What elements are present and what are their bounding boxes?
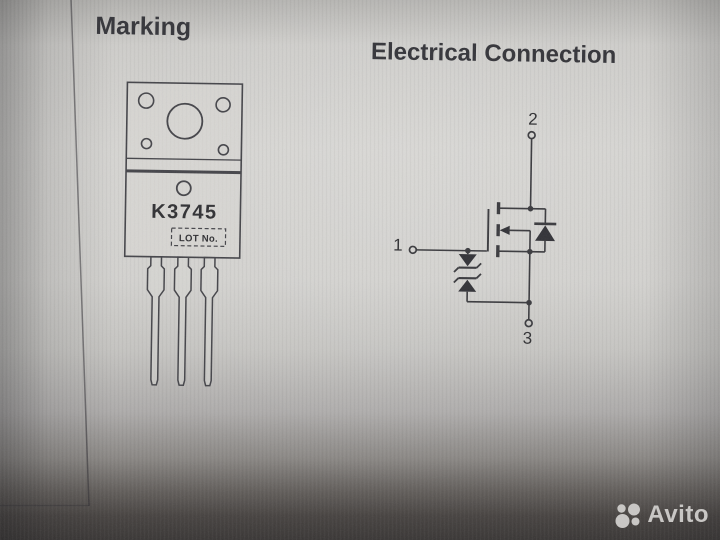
pin-1-lead <box>416 249 487 252</box>
lead-pin-2 <box>173 256 193 387</box>
mosfet-symbol <box>486 202 546 258</box>
part-number-marking: K3745 <box>151 201 218 224</box>
pin-2-lead <box>529 138 533 209</box>
pin-2-label: 2 <box>528 110 538 129</box>
avito-watermark: Avito <box>613 500 709 530</box>
bottom-rail <box>467 300 530 304</box>
pin-1-label: 1 <box>393 236 403 255</box>
zener-2-tick-right <box>475 273 482 279</box>
avito-logo-text: Avito <box>647 501 709 528</box>
diode-triangle <box>535 225 556 242</box>
lead-pin-1 <box>146 255 166 386</box>
pin-3-label: 3 <box>523 329 533 348</box>
pin-3-terminal <box>524 318 533 328</box>
zener-1-tick-right <box>475 262 482 269</box>
avito-logo-icon <box>615 503 641 528</box>
pin-1-terminal <box>408 245 418 255</box>
zener-2-tick-left <box>453 277 460 284</box>
body-diode <box>534 208 557 252</box>
drain-line <box>500 207 546 210</box>
zener-1-tick-left <box>453 266 460 273</box>
gate-electrode <box>486 208 490 252</box>
zener-1-triangle <box>458 254 477 267</box>
schematic-drawing <box>408 130 557 328</box>
lot-number-label: LOT No. <box>179 233 218 245</box>
lead-pin-3 <box>200 256 219 387</box>
source-down-line <box>528 251 531 303</box>
gate-protection-zeners <box>453 250 482 302</box>
pin-2-terminal <box>527 130 536 140</box>
zener-2-triangle <box>458 279 477 292</box>
tab-body-thick-line <box>126 169 242 175</box>
source-line <box>499 250 545 253</box>
